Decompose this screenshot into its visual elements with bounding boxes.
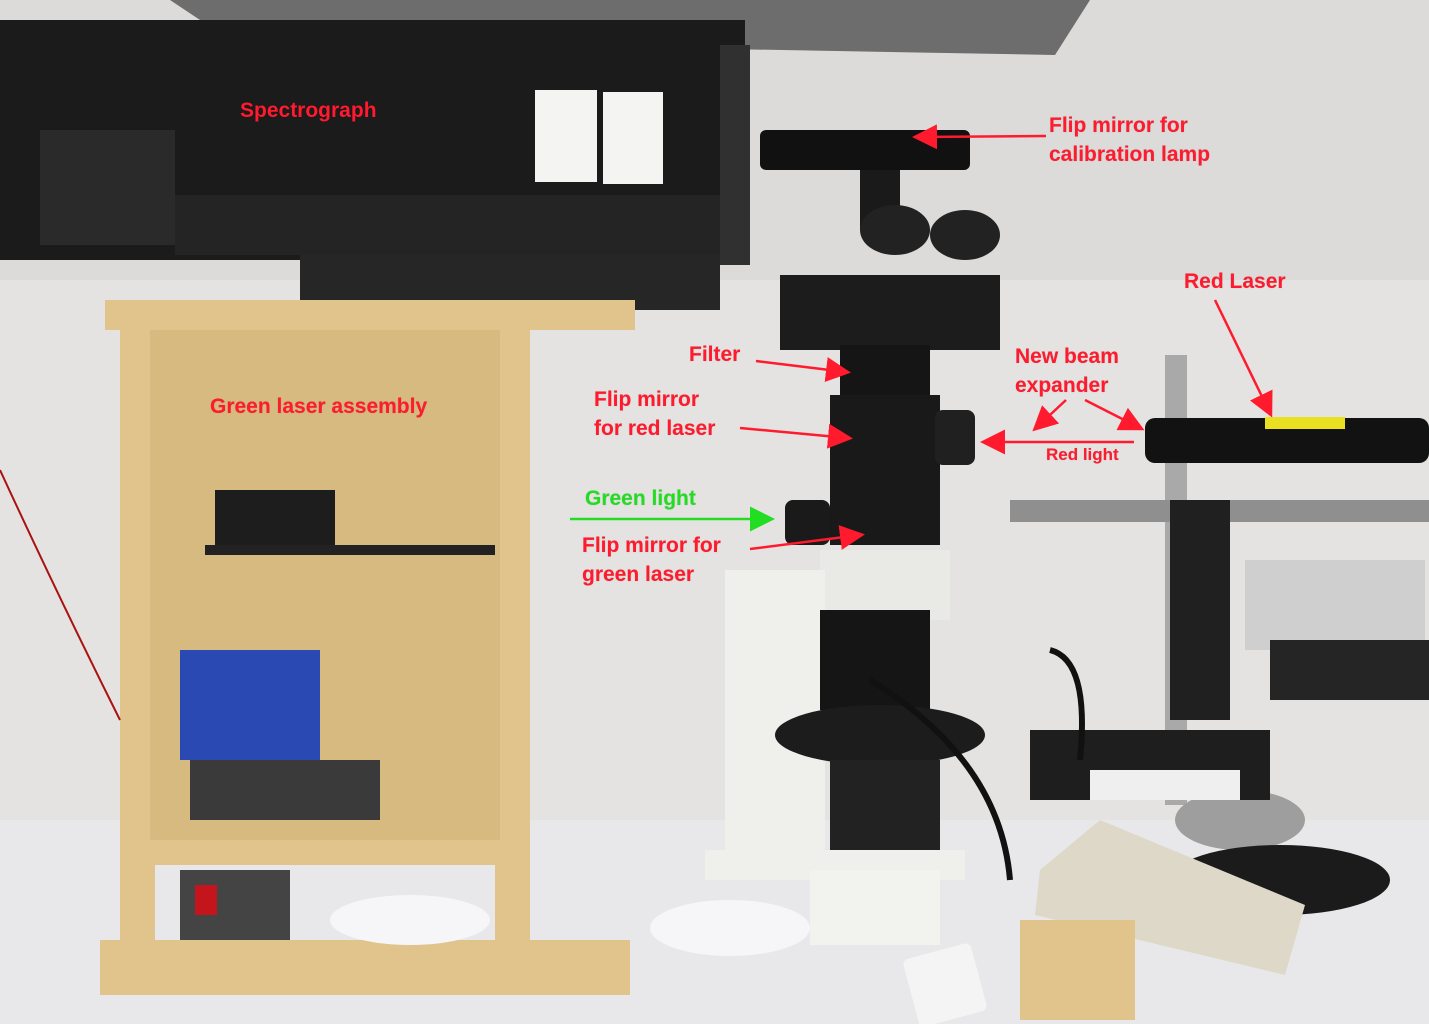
label-line: Flip mirror for [1049, 114, 1188, 137]
label-line: New beam [1015, 345, 1119, 368]
label-flip-mirror-red: Flip mirror for red laser [594, 385, 715, 443]
red-laser-rig [1010, 355, 1429, 915]
label-green-laser-assembly: Green laser assembly [210, 395, 428, 418]
arrow-red-laser [1213, 299, 1273, 418]
label-spectrograph: Spectrograph [240, 99, 377, 122]
label-flip-mirror-green: Flip mirror for green laser [582, 531, 721, 589]
label-line: green laser [582, 563, 695, 586]
arrow-flip-red [739, 423, 853, 449]
label-flip-mirror-calibration: Flip mirror for calibration lamp [1049, 111, 1210, 169]
arrow-expander-2 [1084, 398, 1145, 431]
label-line: Flip mirror [594, 388, 700, 411]
label-line: for red laser [594, 417, 716, 440]
arrow-flip-green [749, 525, 865, 551]
label-filter: Filter [689, 343, 741, 366]
lamp-power-supply [1035, 820, 1305, 975]
label-line: expander [1015, 374, 1109, 397]
arrow-expander-1 [1032, 399, 1067, 432]
label-green-light: Green light [585, 487, 696, 510]
arrow-filter [755, 357, 851, 382]
label-line: calibration lamp [1049, 143, 1211, 166]
label-red-laser: Red Laser [1184, 270, 1286, 293]
label-beam-expander: New beam expander [1015, 342, 1119, 400]
microscope [705, 130, 1000, 945]
arrow-flip-calib [912, 124, 1047, 150]
label-line: Flip mirror for [582, 534, 721, 557]
spectrograph-box [0, 20, 750, 310]
label-red-light: Red light [1046, 445, 1119, 464]
